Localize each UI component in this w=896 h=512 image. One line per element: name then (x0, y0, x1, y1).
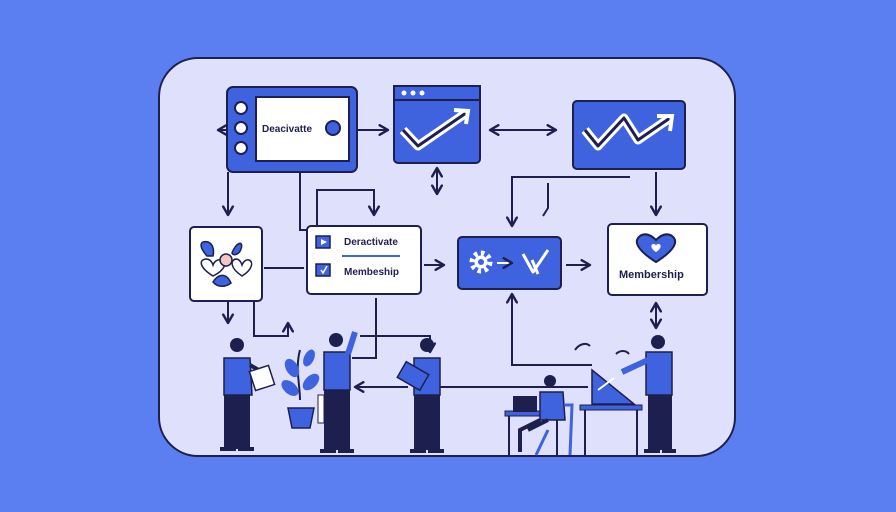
node-gear (457, 236, 562, 290)
connectors (216, 124, 662, 393)
screen-button-3 (234, 141, 248, 155)
hearts-leaves-icon (200, 240, 253, 287)
node-membership (607, 223, 708, 296)
connector-screen-to-card (299, 172, 310, 231)
node-zigzag (572, 100, 686, 170)
screen-dot (325, 120, 341, 136)
screen-label: Deacivatte (262, 124, 313, 135)
desk-with-laptop (504, 375, 574, 456)
connector-card-right-bottom (352, 298, 377, 359)
screen-button-1 (234, 101, 248, 115)
card-label-membership: Membeship (344, 267, 400, 278)
check-mark-icon (521, 249, 550, 275)
connector-bottom-long (360, 335, 436, 354)
plant-pot (281, 349, 320, 429)
membership-label: Membership (619, 269, 684, 281)
node-deactivate-card (306, 225, 422, 295)
person-gesturing (620, 335, 676, 453)
node-hearts (189, 226, 263, 302)
standing-desk (579, 368, 643, 455)
card-label-deactivate: Deractivate (344, 237, 398, 248)
signal-icon (574, 342, 630, 355)
node-check-arrow (393, 85, 481, 164)
connector-zigzag-to-gear (506, 176, 630, 228)
play-icon (321, 239, 327, 245)
connector-zigzag-tail (542, 183, 549, 217)
gear-icon (469, 250, 493, 274)
connector-gear-down (506, 292, 592, 366)
check-arrow-icon (399, 108, 471, 151)
person-pointing (317, 331, 358, 453)
connector-card-bottom (253, 302, 294, 337)
screen-button-2 (234, 121, 248, 135)
connector-card-top (316, 189, 380, 226)
zigzag-check-icon (581, 113, 675, 151)
person-with-tablet (220, 338, 276, 451)
node-screen-top (226, 86, 358, 173)
person-with-folder (396, 338, 444, 453)
